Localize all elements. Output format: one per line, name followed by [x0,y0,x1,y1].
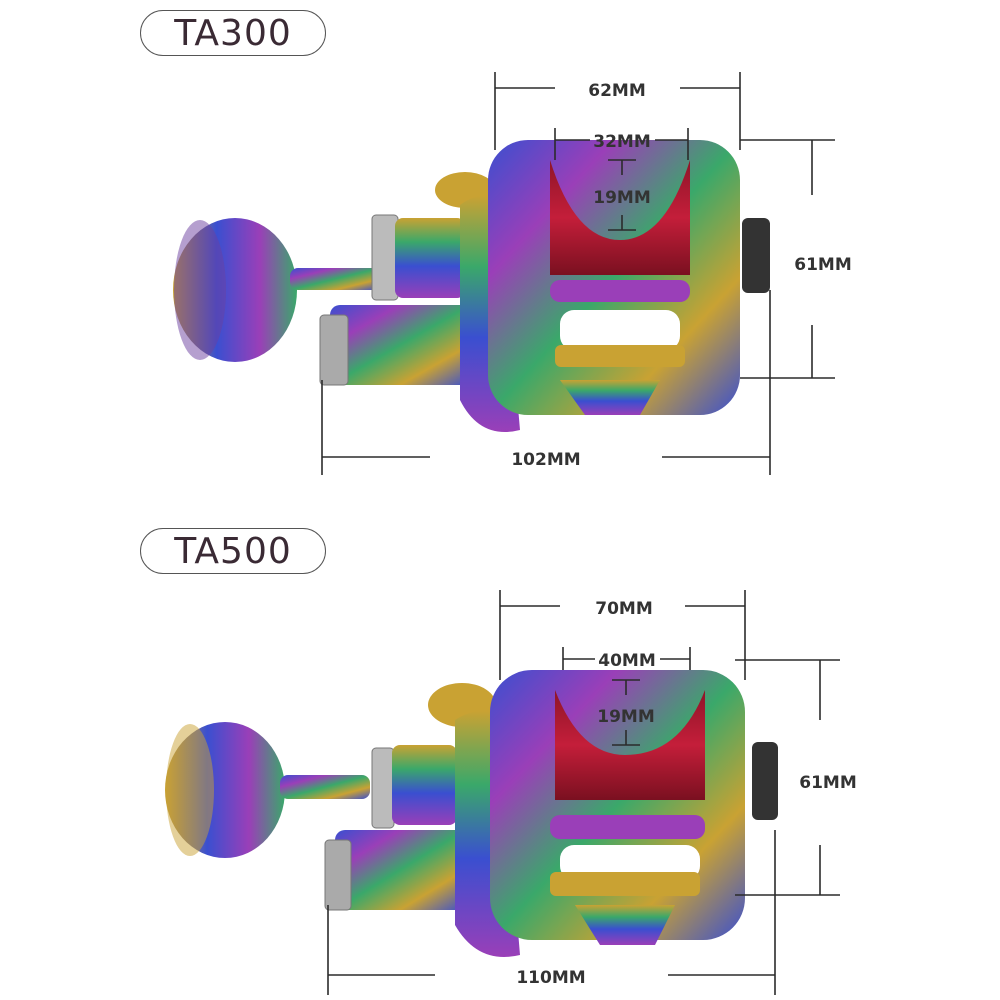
spool [555,690,705,800]
dim-ta500-height: 61MM [799,773,857,793]
handle-arm [290,268,380,290]
star-drag [371,214,399,301]
dims-ta300: 62MM 32MM 19MM 61MM 102MM [321,72,852,475]
model-badge-ta300: TA300 [140,10,326,56]
model-badge-ta500: TA500 [140,528,326,574]
dim-ta300-spool-depth: 19MM [593,188,651,208]
dims-ta500: 70MM 40MM 19MM 61MM 110MM [327,590,857,995]
reel-ta500 [165,670,778,957]
dim-ta500-width: 70MM [595,599,653,619]
spool [550,160,690,275]
dim-ta500-spool-width: 40MM [598,651,656,671]
dim-ta500-length: 110MM [516,968,585,988]
dim-ta300-length: 102MM [511,450,580,470]
dim-ta500-spool-depth: 19MM [597,707,655,727]
reel-ta300 [173,140,770,432]
dim-ta300-width: 62MM [588,81,646,101]
handle-arm [280,775,370,799]
star-drag [371,747,395,829]
dim-ta300-height: 61MM [794,255,852,275]
reel-frame [488,140,740,415]
dim-ta300-spool-width: 32MM [593,132,651,152]
